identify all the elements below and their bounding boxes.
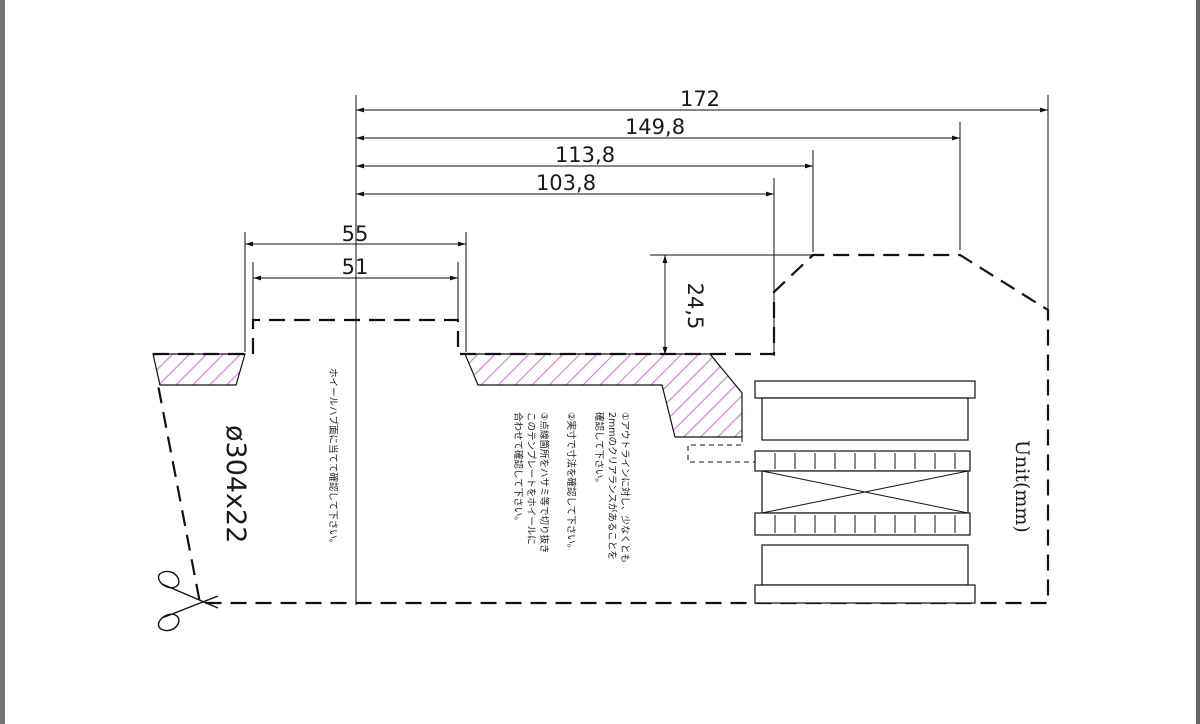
cut-outline [153, 253, 1050, 605]
unit-label: Unit(mm) [1011, 440, 1033, 533]
brake-ticks [774, 453, 956, 533]
dimension-103-8: 103,8 [536, 171, 596, 195]
note-line-6: このテンプレートをホイールに [525, 412, 536, 545]
dimension-172: 172 [680, 87, 720, 111]
scissors-icon [157, 570, 219, 632]
dimension-55: 55 [342, 222, 369, 246]
note-line-1: ①アウトラインに対し、少なくとも [619, 412, 631, 563]
dimension-113-8: 113,8 [555, 143, 615, 167]
hatch-area-left [152, 353, 246, 386]
note-line-2: 2mmのクリアランスがあることを [606, 412, 618, 560]
dimension-lines [244, 95, 1049, 605]
hatch-area-right [464, 353, 743, 438]
viewer-left-edge [0, 0, 5, 724]
instruction-notes: ①アウトラインに対し、少なくとも 2mmのクリアランスがあることを 確認して下さ… [512, 412, 631, 563]
viewer-right-edge [1196, 0, 1200, 724]
brake-assembly [687, 380, 976, 604]
hub-face-note: ホイールハブ面に当てて確認して下さい。 [327, 368, 339, 548]
note-line-5: ③点線箇所をハサミ等で切り抜き [538, 412, 550, 554]
note-line-3: 確認して下さい。 [593, 412, 605, 488]
note-line-7: 合わせて確認して下さい。 [512, 412, 524, 526]
dimension-149-8: 149,8 [625, 115, 685, 139]
dimension-24-5: 24,5 [683, 283, 707, 330]
tire-size-label: ø304x22 [220, 425, 251, 543]
note-line-4: ②実寸で寸法を確認して下さい。 [565, 412, 577, 553]
dimension-51: 51 [342, 255, 369, 279]
